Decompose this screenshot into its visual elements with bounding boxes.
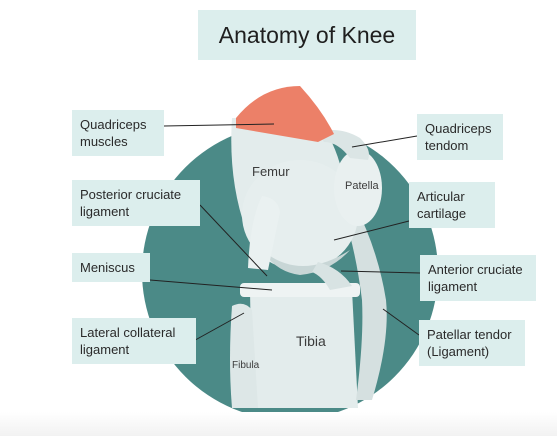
label-posterior-cruciate-line2: ligament xyxy=(80,204,130,219)
label-posterior-cruciate-line1: Posterior cruciate xyxy=(80,187,182,202)
label-quadriceps-tendon-line1: Quadriceps xyxy=(425,121,492,136)
label-articular-cartilage-line1: Articular xyxy=(417,189,465,204)
patella-label: Patella xyxy=(345,180,379,192)
label-lateral-collateral-line1: Lateral collateral xyxy=(80,325,176,340)
label-quadriceps-muscles-line2: muscles xyxy=(80,134,128,149)
label-quadriceps-tendon: Quadriceps tendom xyxy=(417,114,503,160)
quadriceps-muscle-shape xyxy=(236,86,334,142)
label-patellar-tendon-line2: (Ligament) xyxy=(427,344,490,359)
label-quadriceps-tendon-line2: tendom xyxy=(425,138,469,153)
label-lateral-collateral-line2: ligament xyxy=(80,342,130,357)
posterior-cruciate-shape xyxy=(248,196,280,270)
tibia-bone xyxy=(250,290,358,408)
patellar-tendon-shape xyxy=(344,205,387,400)
leader-articular-cartilage xyxy=(333,220,410,241)
leader-quadriceps-tendon xyxy=(351,135,418,148)
bottom-edge xyxy=(0,412,557,436)
anterior-cruciate-shape xyxy=(312,262,352,290)
leader-meniscus xyxy=(149,279,273,291)
label-quadriceps-muscles: Quadriceps muscles xyxy=(72,110,164,156)
patella-bone xyxy=(334,150,382,226)
label-meniscus-text: Meniscus xyxy=(80,260,135,275)
label-anterior-cruciate-line2: ligament xyxy=(428,279,478,294)
quadriceps-tendon-shape xyxy=(318,130,369,160)
fibula-label: Fibula xyxy=(232,360,260,371)
label-articular-cartilage: Articular cartilage xyxy=(409,182,495,228)
label-posterior-cruciate-ligament: Posterior cruciate ligament xyxy=(72,180,200,226)
leader-anterior-cruciate xyxy=(340,270,421,274)
label-anterior-cruciate-ligament: Anterior cruciate ligament xyxy=(420,255,536,301)
fibula-bone xyxy=(230,303,258,408)
label-quadriceps-muscles-line1: Quadriceps xyxy=(80,117,147,132)
label-lateral-collateral-ligament: Lateral collateral ligament xyxy=(72,318,196,364)
label-anterior-cruciate-line1: Anterior cruciate xyxy=(428,262,523,277)
leader-quadriceps-muscles xyxy=(163,123,275,127)
leader-patellar-tendon xyxy=(382,308,420,336)
label-articular-cartilage-line2: cartilage xyxy=(417,206,467,221)
tibia-label: Tibia xyxy=(296,333,326,349)
label-patellar-tendon-line1: Patellar tendor xyxy=(427,327,512,342)
femur-condyle-shadow xyxy=(262,250,350,275)
label-patellar-tendon: Patellar tendor (Ligament) xyxy=(419,320,525,366)
femur-label: Femur xyxy=(252,164,290,179)
diagram-title: Anatomy of Knee xyxy=(198,10,416,60)
leader-posterior-cruciate xyxy=(199,204,268,277)
label-meniscus: Meniscus xyxy=(72,253,150,282)
